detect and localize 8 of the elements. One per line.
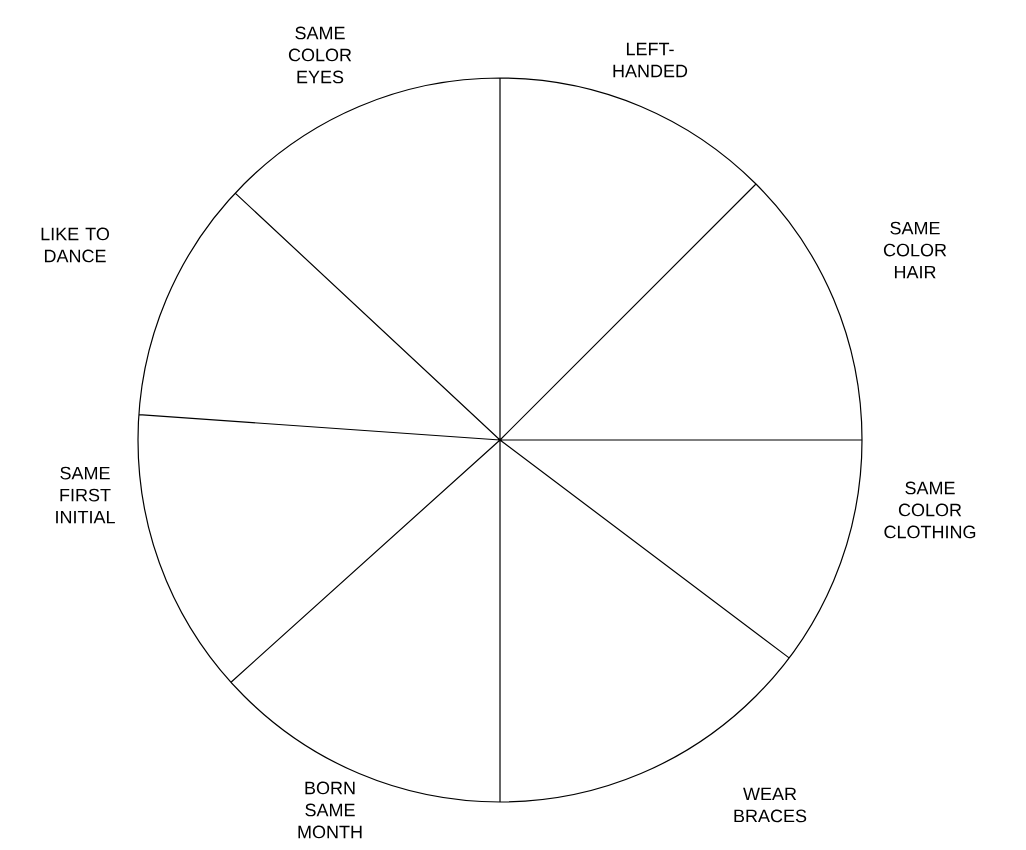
sector-label: SAME COLOR CLOTHING — [884, 481, 976, 539]
sector-label: SAME FIRST INITIAL — [56, 466, 115, 524]
sector-label: SAME COLOR HAIR — [883, 221, 947, 279]
sector-label: WEAR BRACES — [734, 787, 807, 823]
sector-label: BORN SAME MONTH — [298, 781, 362, 839]
sector-label: SAME COLOR EYES — [288, 26, 352, 84]
sector-label: LEFT-HANDED — [613, 42, 688, 78]
sector-label: LIKE TO DANCE — [41, 227, 109, 263]
